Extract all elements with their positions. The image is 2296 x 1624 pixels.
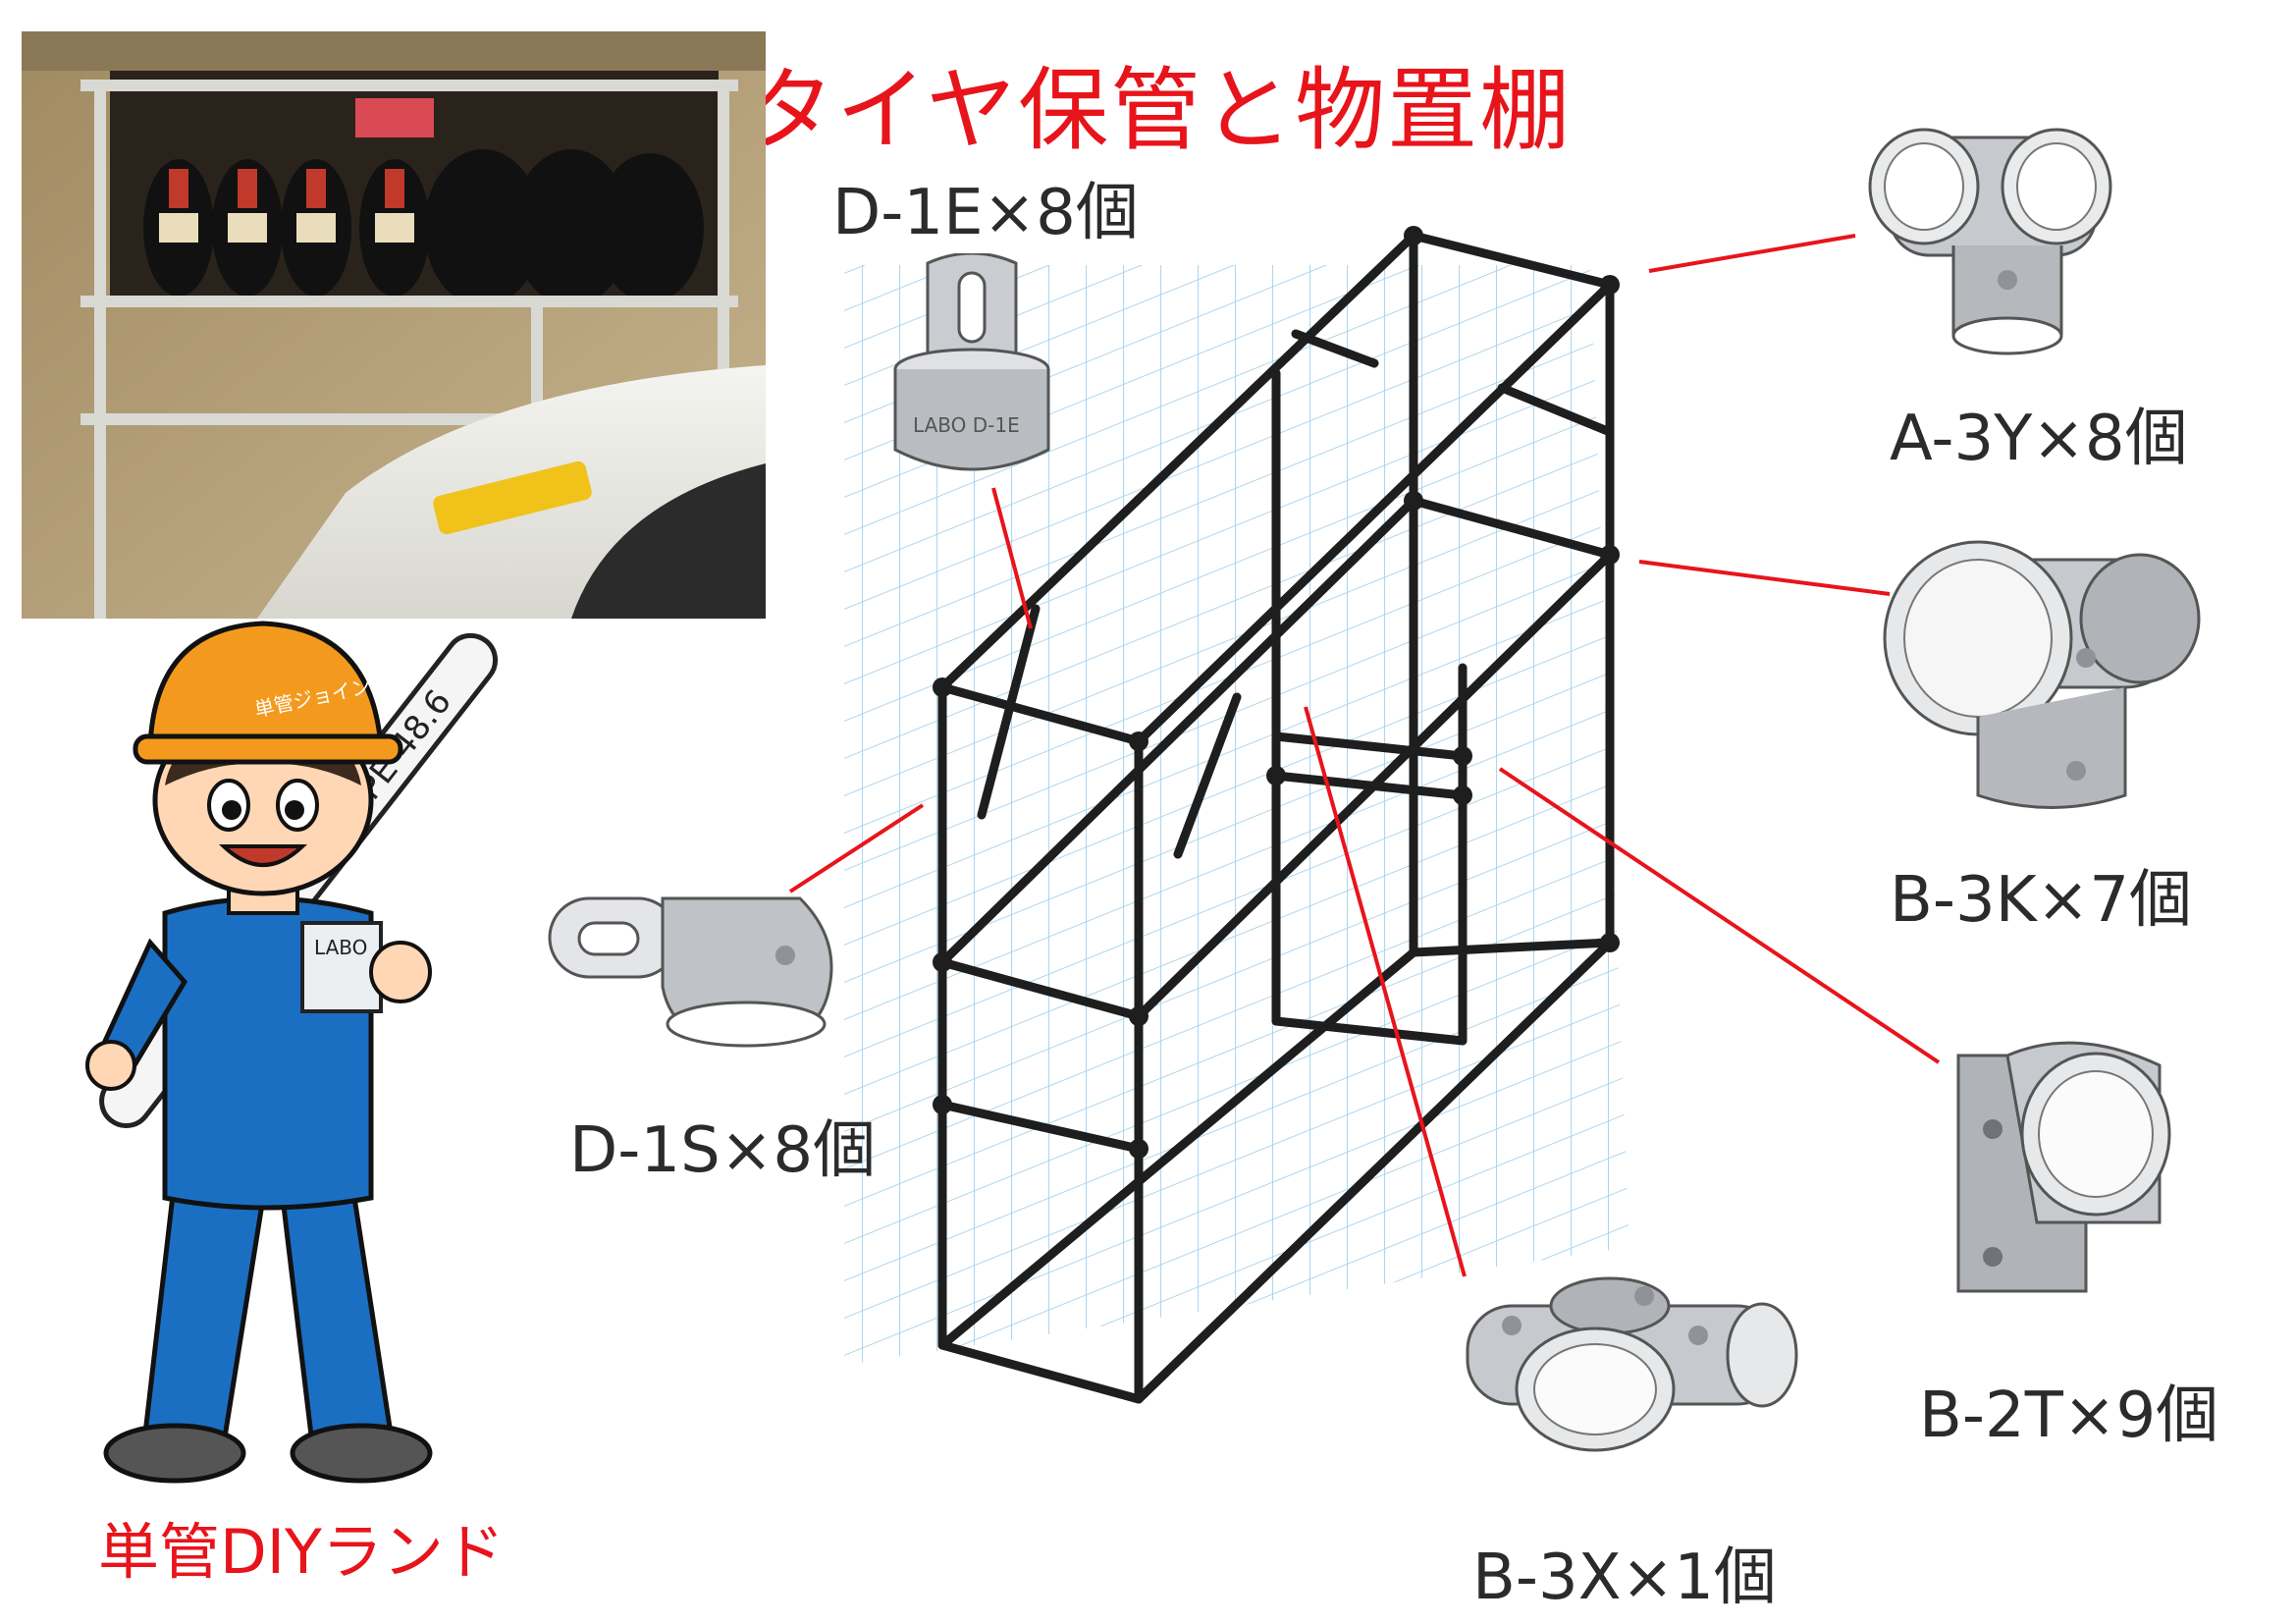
part-d1s-image xyxy=(548,896,833,1048)
part-label-b3x: B-3X×1個 xyxy=(1472,1542,1777,1614)
brand-name: 単管DIYランド xyxy=(98,1516,505,1588)
part-d1e-image: LABO D-1E xyxy=(893,253,1050,471)
joint-text: LABO xyxy=(314,936,367,959)
part-b3k-image xyxy=(1883,540,2201,809)
part-b2t-image xyxy=(1956,1041,2171,1293)
part-a3y-image xyxy=(1868,128,2112,355)
part-label-b2t: B-2T×9個 xyxy=(1919,1380,2219,1452)
part-label-d1s: D-1S×8個 xyxy=(569,1114,877,1187)
page-title: タイヤ保管と物置棚 xyxy=(743,58,1573,163)
part-label-a3y: A-3Y×8個 xyxy=(1890,403,2188,475)
part-b3x-image xyxy=(1466,1276,1798,1452)
part-label-d1e: D-1E×8個 xyxy=(832,177,1139,249)
garage-photo xyxy=(22,31,766,619)
mascot-character: PIPE-48.6 LABO 単管ジョイン太 xyxy=(85,621,499,1484)
part-d1e-engraving: LABO D-1E xyxy=(913,413,1020,437)
part-label-b3k: B-3K×7個 xyxy=(1890,864,2193,937)
